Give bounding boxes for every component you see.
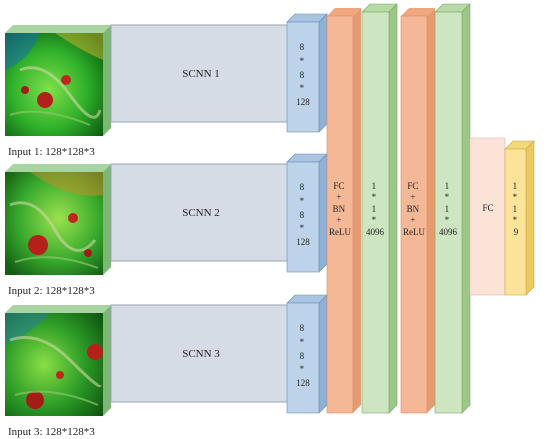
dim-2-line-4: * [445, 215, 450, 225]
feature-3-line-2: * [300, 337, 305, 347]
feature-1-line-5: 128 [296, 97, 310, 107]
fc-1-line-5: ReLU [329, 227, 351, 237]
input-label-2: Input 2: 128*128*3 [8, 285, 95, 297]
feature-2-line-5: 128 [296, 237, 310, 247]
output-line-4: * [513, 215, 518, 225]
input-image-3 [5, 305, 111, 416]
fc-block-2: FC + BN + ReLU [400, 8, 435, 414]
svg-text:8 * 8 *: 8 * 8 * 128 [296, 42, 310, 107]
feature-3-line-4: * [300, 364, 305, 374]
dim-1-line-3: 1 [372, 204, 377, 214]
feature-1-line-2: * [300, 56, 305, 66]
output-block: 1 * 1 * 9 [504, 140, 535, 296]
feature-1-line-3: 8 [300, 70, 305, 80]
fc-2-line-2: + [410, 192, 415, 202]
fc-2-line-4: + [410, 215, 415, 225]
dim-2-line-3: 1 [445, 204, 450, 214]
dim-1-line-2: * [372, 192, 377, 202]
input-image-2 [5, 164, 111, 275]
svg-text:8 * 8 *: 8 * 8 * 128 [296, 182, 310, 247]
feature-1-line-4: * [300, 83, 305, 93]
fc-1-line-2: + [336, 192, 341, 202]
feature-3-line-5: 128 [296, 378, 310, 388]
scnn-label-1: SCNN 1 [182, 68, 220, 80]
scnn-box-2: SCNN 2 [110, 163, 292, 262]
dim-1-line-4: * [372, 215, 377, 225]
feature-2-line-4: * [300, 223, 305, 233]
output-line-2: * [513, 192, 518, 202]
dim-block-1: 1 * 1 * 4096 [361, 3, 398, 414]
feature-3-line-3: 8 [300, 351, 305, 361]
scnn-box-1: SCNN 1 [110, 24, 292, 123]
dim-2-line-2: * [445, 192, 450, 202]
svg-text:8 * 8 *: 8 * 8 * 128 [296, 323, 310, 388]
scnn-label-3: SCNN 3 [182, 348, 220, 360]
feature-block-3: 8 * 8 * 128 [286, 294, 328, 414]
fc-1-line-3: BN [333, 204, 346, 214]
fc-block-1: FC + BN + ReLU [326, 8, 361, 414]
feature-block-1: 8 * 8 * 128 [286, 13, 328, 133]
dim-2-line-1: 1 [445, 181, 450, 191]
fc-1-line-1: FC [333, 181, 344, 191]
svg-text:1 * 1 *: 1 * 1 * 9 [513, 181, 520, 237]
svg-text:1 * 1 *: 1 * 1 * 4096 [366, 181, 385, 237]
output-line-5: 9 [514, 227, 519, 237]
svg-text:FC + BN +: FC + BN + ReLU [329, 181, 351, 237]
fc-2-line-5: ReLU [403, 227, 425, 237]
input-label-1: Input 1: 128*128*3 [8, 146, 95, 158]
feature-3-line-1: 8 [300, 323, 305, 333]
scnn-box-3: SCNN 3 [110, 304, 292, 403]
dim-1-line-5: 4096 [366, 227, 385, 237]
output-line-1: 1 [513, 181, 518, 191]
dim-2-line-5: 4096 [439, 227, 458, 237]
input-image-1 [5, 25, 111, 136]
scnn-label-2: SCNN 2 [182, 207, 220, 219]
feature-2-line-3: 8 [300, 210, 305, 220]
feature-2-line-1: 8 [300, 182, 305, 192]
fc-2-line-1: FC [407, 181, 418, 191]
fc-1-line-4: + [336, 215, 341, 225]
input-label-3: Input 3: 128*128*3 [8, 426, 95, 438]
fc-2-line-3: BN [407, 204, 420, 214]
dim-1-line-1: 1 [372, 181, 377, 191]
fc-3-line-1: FC [482, 203, 493, 213]
dim-block-2: 1 * 1 * 4096 [434, 3, 471, 414]
output-line-3: 1 [513, 204, 518, 214]
feature-block-2: 8 * 8 * 128 [286, 153, 328, 273]
feature-2-line-2: * [300, 196, 305, 206]
fc-block-3: FC [469, 137, 506, 296]
feature-1-line-1: 8 [300, 42, 305, 52]
svg-text:1 * 1 *: 1 * 1 * 4096 [439, 181, 458, 237]
svg-text:FC + BN +: FC + BN + ReLU [403, 181, 425, 237]
